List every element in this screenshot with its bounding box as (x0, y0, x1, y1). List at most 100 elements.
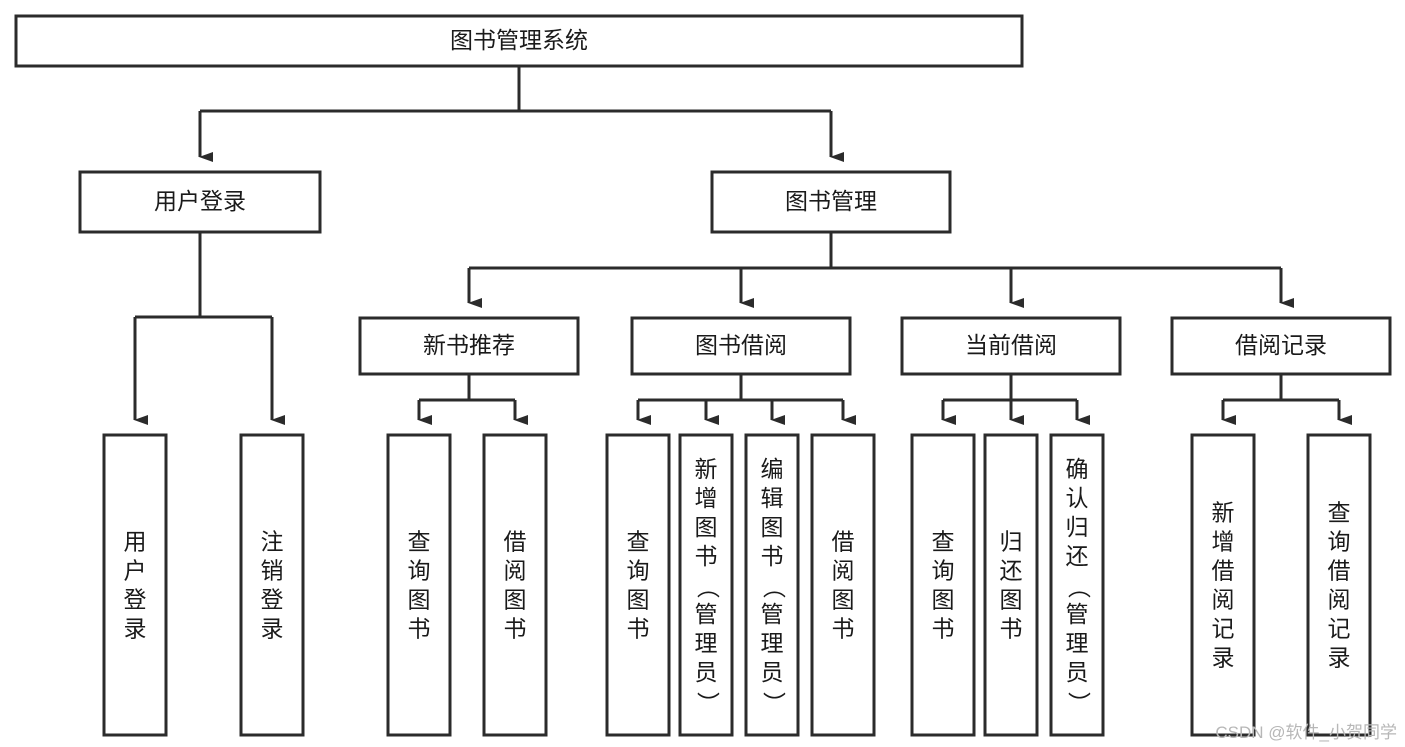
node-label-char: （ (695, 576, 721, 599)
node-box (1049, 433, 1105, 737)
edge-group-n2b (467, 232, 1294, 308)
node-label-char: 户 (124, 558, 147, 584)
node-label-char: 书 (932, 616, 955, 642)
node-label-char: 新 (1212, 500, 1235, 526)
node-label-char: 借 (832, 529, 855, 555)
node-box (14, 14, 1024, 68)
node-box (710, 170, 952, 234)
node-label-char: 用 (124, 529, 147, 555)
node-label-char: 书 (627, 616, 650, 642)
node-label-char: 图 (932, 587, 955, 613)
node-label-char: 阅 (1212, 587, 1235, 613)
node-label-char: 图 (627, 587, 650, 613)
node-root[interactable]: 图书管理系统 (14, 14, 1024, 68)
node-box (78, 170, 322, 234)
edge-group-n3b (636, 374, 856, 425)
node-label-char: 录 (124, 616, 147, 642)
node-label-char: 录 (261, 616, 284, 642)
node-label-char: 图 (695, 514, 718, 540)
node-label-char: 书 (695, 543, 718, 569)
edge-group-n3d (1221, 374, 1352, 425)
node-label-char: 图 (832, 587, 855, 613)
node-label-char: ） (1066, 692, 1092, 715)
edge-group-n3a (417, 374, 528, 425)
node-l13[interactable]: 查询借阅记录查询借阅记录 (1306, 433, 1372, 737)
node-layer: 图书管理系统用户登录图书管理新书推荐图书借阅当前借阅借阅记录用户登录用户登录注销… (14, 14, 1392, 737)
node-box (482, 433, 548, 737)
node-label: 图书管理系统 (450, 27, 588, 53)
node-n2b[interactable]: 图书管理 (710, 170, 952, 234)
node-box (239, 433, 305, 737)
node-label-char: 理 (1066, 630, 1089, 656)
node-box (386, 433, 452, 737)
node-label-char: 阅 (504, 558, 527, 584)
node-label-char: 阅 (832, 558, 855, 584)
node-label-char: 查 (408, 529, 431, 555)
node-label-char: 归 (1000, 529, 1023, 555)
node-label-char: 书 (832, 616, 855, 642)
node-label: 新书推荐 (423, 332, 515, 358)
node-l4[interactable]: 借阅图书借阅图书 (482, 433, 548, 737)
node-l12[interactable]: 新增借阅记录新增借阅记录 (1190, 433, 1256, 737)
node-label-char: 还 (1066, 543, 1089, 569)
node-label-char: 辑 (761, 485, 784, 511)
node-label-char: 管 (1066, 601, 1089, 627)
node-label-char: 阅 (1328, 587, 1351, 613)
node-l10[interactable]: 归还图书归还图书 (983, 433, 1039, 737)
node-box (102, 433, 168, 737)
edge-layer (133, 66, 1352, 425)
node-label: 当前借阅 (965, 332, 1057, 358)
node-label-char: 书 (761, 543, 784, 569)
node-l1[interactable]: 用户登录用户登录 (102, 433, 168, 737)
node-label-char: 录 (1328, 645, 1351, 671)
node-label-char: 记 (1328, 616, 1351, 642)
node-l3[interactable]: 查询图书查询图书 (386, 433, 452, 737)
node-label-char: 归 (1066, 514, 1089, 540)
edge-group-root (198, 66, 844, 162)
node-label-char: 记 (1212, 616, 1235, 642)
node-label-char: 图 (504, 587, 527, 613)
node-label-char: 查 (627, 529, 650, 555)
node-label-char: 管 (695, 601, 718, 627)
node-box (678, 433, 734, 737)
node-n2a[interactable]: 用户登录 (78, 170, 322, 234)
node-n3c[interactable]: 当前借阅 (900, 316, 1122, 376)
node-n3b[interactable]: 图书借阅 (630, 316, 852, 376)
node-label-char: 编 (761, 456, 784, 482)
node-l2[interactable]: 注销登录注销登录 (239, 433, 305, 737)
node-label-char: 还 (1000, 558, 1023, 584)
node-n3d[interactable]: 借阅记录 (1170, 316, 1392, 376)
node-box (358, 316, 580, 376)
node-box (744, 433, 800, 737)
node-l8[interactable]: 借阅图书借阅图书 (810, 433, 876, 737)
node-label-char: 员 (761, 659, 784, 685)
node-box (810, 433, 876, 737)
node-label-char: （ (761, 576, 787, 599)
node-box (1306, 433, 1372, 737)
node-label-char: 查 (1328, 500, 1351, 526)
node-label-char: 图 (408, 587, 431, 613)
node-label-char: 认 (1066, 485, 1089, 511)
node-label-char: 书 (1000, 616, 1023, 642)
node-label: 借阅记录 (1235, 332, 1327, 358)
node-label-char: 书 (504, 616, 527, 642)
node-box (605, 433, 671, 737)
node-label-char: ） (695, 692, 721, 715)
node-label-char: 销 (261, 558, 284, 584)
edge-group-n2a (133, 232, 285, 425)
node-n3a[interactable]: 新书推荐 (358, 316, 580, 376)
node-l9[interactable]: 查询图书查询图书 (910, 433, 976, 737)
node-label-char: 图 (1000, 587, 1023, 613)
node-label-char: 员 (695, 659, 718, 685)
node-l5[interactable]: 查询图书查询图书 (605, 433, 671, 737)
node-label-char: 图 (761, 514, 784, 540)
node-label-char: 注 (261, 529, 284, 555)
node-label: 图书管理 (785, 188, 877, 214)
node-label-char: 登 (261, 587, 284, 613)
node-label-char: ） (761, 692, 787, 715)
node-box (900, 316, 1122, 376)
